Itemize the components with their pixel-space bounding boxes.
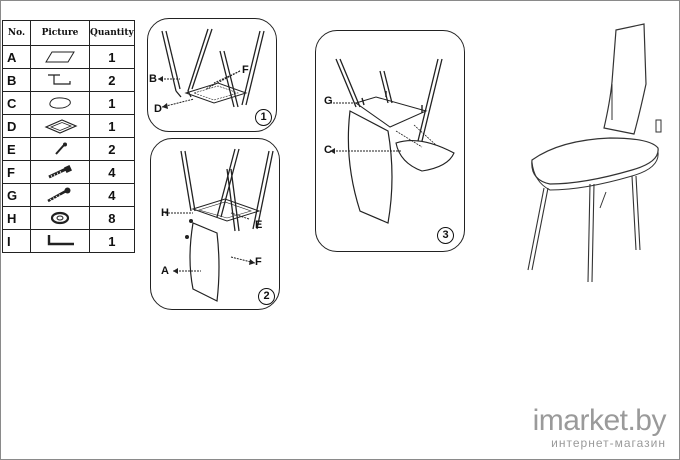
table-row: B 2 (2, 68, 135, 92)
step-1-panel: B F D 1 (147, 18, 277, 132)
step-2-diagram (165, 148, 274, 302)
step-1-label-f: F (242, 64, 249, 76)
bracket-icon (48, 74, 71, 85)
table-header-row: No. Picture Quantity (2, 20, 135, 46)
table-row: I 1 (2, 229, 135, 253)
part-qty: 1 (89, 45, 135, 69)
step-2-panel: H E A F 2 (150, 138, 280, 310)
seat-frame-icon (44, 119, 78, 134)
step-2-label-f: F (255, 256, 262, 268)
part-no: I (2, 229, 31, 253)
table-row: G 4 (2, 183, 135, 207)
step-3-label-g: G (324, 95, 333, 107)
bolt-icon (48, 165, 72, 179)
part-no: F (2, 160, 31, 184)
part-qty: 8 (89, 206, 135, 230)
part-qty: 1 (89, 114, 135, 138)
part-no: E (2, 137, 31, 161)
wood-screw-icon (47, 187, 71, 203)
table-row: A 1 (2, 45, 135, 69)
part-no: B (2, 68, 31, 92)
backrest-panel-icon (45, 51, 75, 63)
header-quantity: Quantity (89, 20, 135, 46)
part-no: D (2, 114, 31, 138)
step-2-label-h: H (161, 207, 169, 219)
step-3-label-c: C (324, 144, 332, 156)
part-qty: 2 (89, 137, 135, 161)
step-3-diagram (330, 58, 455, 224)
seat-cushion-icon (49, 97, 71, 109)
part-no: G (2, 183, 31, 207)
part-no: C (2, 91, 31, 115)
step-2-label-e: E (255, 219, 263, 231)
step-2-number: 2 (258, 288, 275, 305)
table-row: D 1 (2, 114, 135, 138)
part-no: H (2, 206, 31, 230)
small-screw-icon (55, 142, 67, 155)
step-1-number: 1 (255, 109, 272, 126)
table-row: C 1 (2, 91, 135, 115)
part-qty: 4 (89, 183, 135, 207)
table-row: E 2 (2, 137, 135, 161)
assembled-chair-illustration (527, 23, 662, 283)
step-3-panel: G C 3 (315, 30, 465, 252)
part-qty: 1 (89, 91, 135, 115)
step-1-diagram (158, 28, 265, 109)
header-no: No. (2, 20, 31, 46)
parts-table: No. Picture Quantity A 1 B 2 C 1 D 1 E (2, 20, 135, 253)
watermark-subtitle: интернет-магазин (551, 436, 666, 450)
step-1-label-d: D (154, 103, 162, 115)
table-row: F 4 (2, 160, 135, 184)
step-3-number: 3 (437, 227, 454, 244)
table-row: H 8 (2, 206, 135, 230)
part-qty: 1 (89, 229, 135, 253)
part-qty: 4 (89, 160, 135, 184)
washer-icon (50, 211, 70, 225)
part-no: A (2, 45, 31, 69)
step-1-label-b: B (149, 73, 157, 85)
header-picture: Picture (30, 20, 90, 46)
watermark-brand: imarket.by (532, 404, 667, 437)
step-2-label-a: A (161, 265, 169, 277)
allen-key-icon (47, 235, 74, 246)
part-qty: 2 (89, 68, 135, 92)
